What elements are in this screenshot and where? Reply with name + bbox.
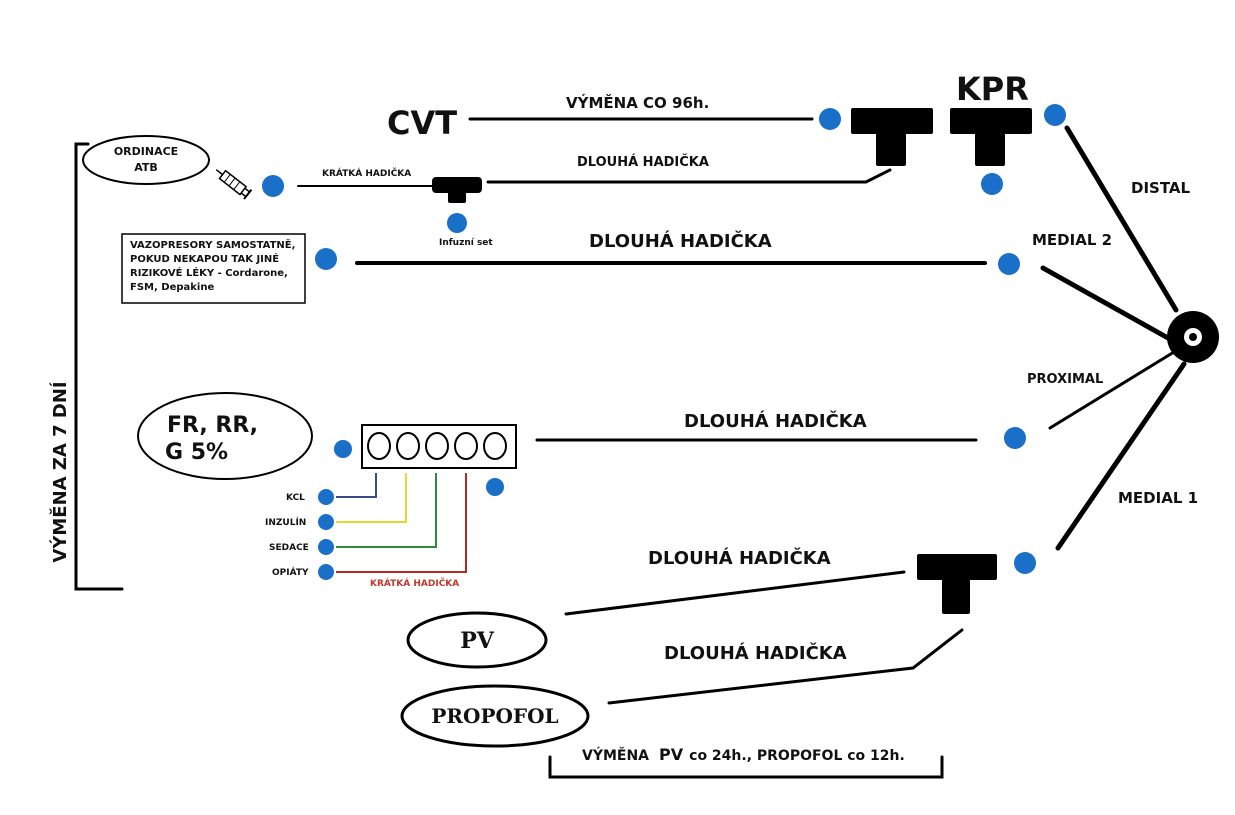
port-infuzni-set bbox=[447, 213, 467, 233]
kratka-hadicka-top-label: KRÁTKÁ HADIČKA bbox=[322, 167, 411, 179]
medial2-label: MEDIAL 2 bbox=[1032, 231, 1112, 249]
ordinace-atb-label-1: ORDINACE bbox=[114, 145, 178, 158]
dlouha-hadicka-pv-label: DLOUHÁ HADIČKA bbox=[648, 547, 831, 569]
ordinace-atb-bubble bbox=[82, 135, 210, 185]
vazopresory-line-4: FSM, Depakine bbox=[130, 282, 214, 293]
pv-bubble bbox=[406, 611, 548, 669]
propofol-bubble bbox=[400, 684, 590, 748]
tube-inzulin bbox=[336, 473, 407, 523]
vazopresory-line-3: RIZIKOVÉ LÉKY - Cordarone, bbox=[130, 266, 288, 279]
tube-sedace bbox=[336, 473, 437, 548]
t-connector-cvt bbox=[851, 108, 933, 166]
port-kpr-bottom bbox=[981, 173, 1003, 195]
distal-label: DISTAL bbox=[1131, 179, 1191, 197]
port-opiaty bbox=[318, 564, 334, 580]
port-medial2 bbox=[998, 253, 1020, 275]
tube-kcl bbox=[336, 473, 377, 498]
vymena-pv-suffix: co 24h., PROPOFOL co 12h. bbox=[689, 748, 905, 764]
port-proximal bbox=[1004, 427, 1026, 449]
infuzni-set-label: Infuzní set bbox=[439, 238, 493, 248]
cvt-label: CVT bbox=[387, 104, 457, 142]
line-dlouha-hadicka-top bbox=[486, 168, 892, 184]
spoke-proximal bbox=[1048, 350, 1176, 430]
port-vazopresory bbox=[315, 248, 337, 270]
port-sedace bbox=[318, 539, 334, 555]
medial1-label: MEDIAL 1 bbox=[1118, 489, 1198, 507]
vymena-pv-prefix: VÝMĚNA bbox=[582, 746, 649, 764]
fr-rr-line-2: G 5% bbox=[165, 440, 228, 465]
kratka-hadicka-bottom-label: KRÁTKÁ HADIČKA bbox=[370, 577, 459, 589]
dlouha-hadicka-top-label: DLOUHÁ HADIČKA bbox=[577, 154, 709, 170]
ports bbox=[262, 104, 1066, 580]
vazopresory-line-2: POKUD NEKAPOU TAK JINÉ bbox=[130, 252, 279, 265]
connector-lines bbox=[74, 117, 1187, 779]
port-cvt bbox=[819, 108, 841, 130]
manifold bbox=[361, 424, 517, 469]
t-connector-infuzni-set bbox=[432, 177, 482, 203]
fr-rr-line-1: FR, RR, bbox=[167, 413, 258, 438]
sedace-label: SEDACE bbox=[269, 543, 309, 553]
proximal-label: PROXIMAL bbox=[1027, 372, 1103, 387]
spoke-medial1 bbox=[1055, 361, 1187, 551]
spoke-medial2 bbox=[1040, 265, 1171, 341]
catheter-hub bbox=[1167, 311, 1219, 363]
vymena-7-dni-label: VÝMĚNA ZA 7 DNÍ bbox=[49, 381, 71, 562]
tube-opiaty bbox=[336, 473, 467, 573]
inzulin-label: INZULÍN bbox=[265, 516, 306, 528]
dlouha-hadicka-medial2-label: DLOUHÁ HADIČKA bbox=[589, 230, 772, 252]
dlouha-hadicka-propofol-label: DLOUHÁ HADIČKA bbox=[664, 642, 847, 664]
port-syringe bbox=[262, 175, 284, 197]
spoke-distal bbox=[1064, 125, 1179, 313]
port-medial1 bbox=[1014, 552, 1036, 574]
vazopresory-box bbox=[121, 233, 306, 304]
syringe-icon bbox=[215, 169, 253, 200]
dlouha-hadicka-proximal-label: DLOUHÁ HADIČKA bbox=[684, 410, 867, 432]
vymena-pv-pv: PV bbox=[659, 745, 684, 764]
vymena-pv-propofol-label: VÝMĚNA PV co 24h., PROPOFOL co 12h. bbox=[582, 745, 905, 764]
vazopresory-line-1: VAZOPRESORY SAMOSTATNĚ, bbox=[130, 238, 295, 251]
bracket-7-dni bbox=[74, 142, 124, 591]
line-dlouha-hadicka-propofol bbox=[607, 628, 964, 705]
pv-label: PV bbox=[460, 628, 495, 654]
kpr-label: KPR bbox=[956, 70, 1029, 108]
propofol-label: PROPOFOL bbox=[431, 704, 558, 728]
colored-tubes bbox=[336, 473, 467, 573]
port-kcl bbox=[318, 489, 334, 505]
t-connector-kpr bbox=[950, 108, 1032, 166]
port-manifold bbox=[486, 478, 504, 496]
port-kpr-right bbox=[1044, 104, 1066, 126]
t-connector-pv bbox=[917, 554, 997, 614]
kcl-label: KCL bbox=[286, 493, 305, 503]
ordinace-atb-label-2: ATB bbox=[134, 161, 158, 174]
port-inzulin bbox=[318, 514, 334, 530]
vymena-96h-label: VÝMĚNA CO 96h. bbox=[566, 93, 709, 112]
bracket-pv-propofol bbox=[548, 755, 944, 779]
line-dlouha-hadicka-pv bbox=[564, 570, 906, 616]
opiaty-label: OPIÁTY bbox=[272, 566, 309, 578]
fr-rr-bubble bbox=[137, 392, 313, 480]
port-fr-rr bbox=[334, 440, 352, 458]
